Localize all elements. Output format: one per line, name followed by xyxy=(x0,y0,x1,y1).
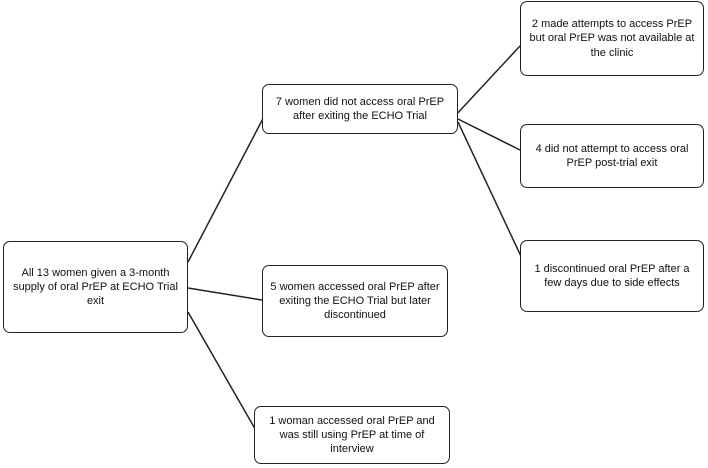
edge-root-to-still-using xyxy=(187,311,259,435)
edge-root-to-not-accessed xyxy=(187,108,269,263)
node-no-attempt-to-access: 4 did not attempt to access oral PrEP po… xyxy=(520,124,704,188)
edge-root-to-discontinued xyxy=(187,287,263,301)
node-accessed-then-discontinued: 5 women accessed oral PrEP after exiting… xyxy=(262,265,448,337)
node-prep-not-available: 2 made attempts to access PrEP but oral … xyxy=(520,1,704,76)
node-all-women-given-supply: All 13 women given a 3-month supply of o… xyxy=(3,241,188,333)
edge-not-accessed-to-no-attempt xyxy=(457,118,521,151)
node-did-not-access-prep: 7 women did not access oral PrEP after e… xyxy=(262,84,458,134)
edge-not-accessed-to-unavailable xyxy=(453,45,521,118)
node-discontinued-side-effects: 1 discontinued oral PrEP after a few day… xyxy=(520,240,704,312)
node-still-using-prep: 1 woman accessed oral PrEP and was still… xyxy=(254,406,450,464)
